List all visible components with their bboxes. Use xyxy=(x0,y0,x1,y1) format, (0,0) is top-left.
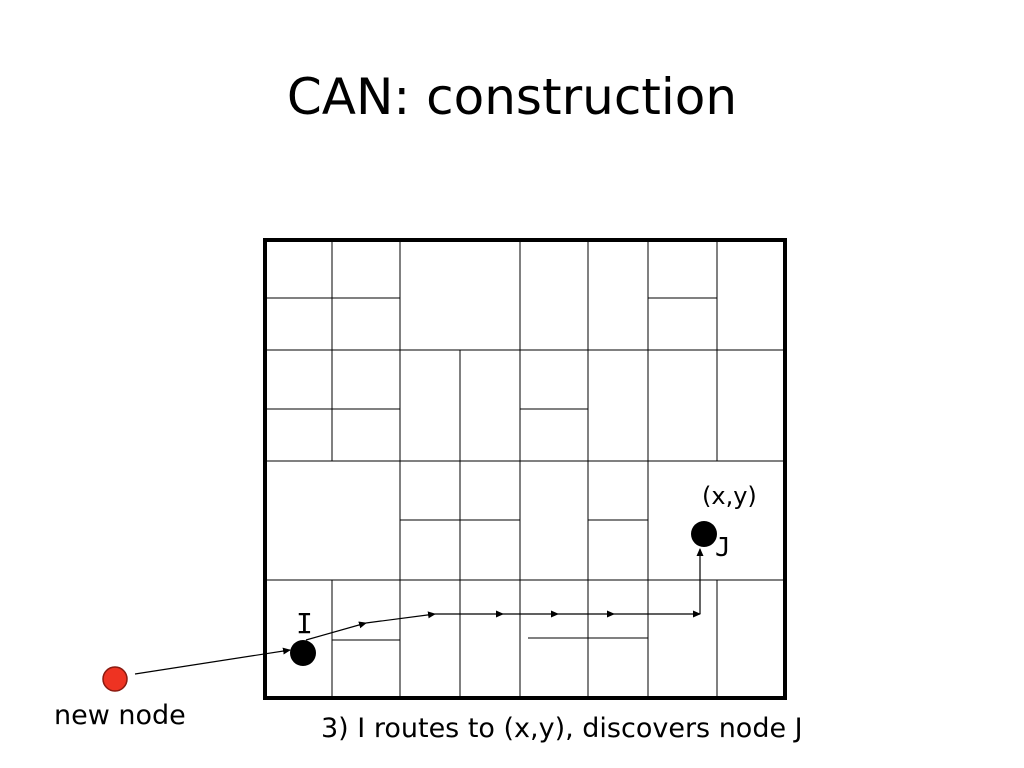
zone-boundaries xyxy=(265,240,785,698)
coordinate-space-border xyxy=(263,238,787,700)
routing-path xyxy=(305,548,704,641)
node-j xyxy=(691,521,717,547)
node-j-label: J xyxy=(715,533,731,563)
new-node-label: new node xyxy=(54,700,186,731)
node-i-label: I xyxy=(296,607,313,640)
slide-caption: 3) I routes to (x,y), discovers node J xyxy=(321,713,803,744)
target-point-label: (x,y) xyxy=(702,482,757,510)
node-i xyxy=(290,640,316,666)
join-arrow xyxy=(134,647,291,675)
new-node xyxy=(102,666,128,692)
slide-title: CAN: construction xyxy=(286,68,738,126)
